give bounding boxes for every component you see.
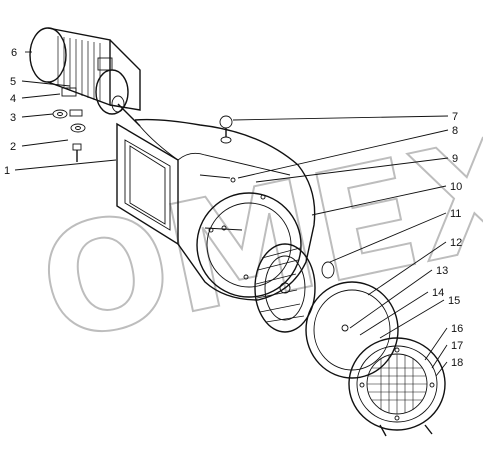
callout-1: 1 [4, 165, 10, 177]
motor [29, 27, 141, 127]
callout-13: 13 [436, 265, 448, 277]
callout-6: 6 [11, 47, 17, 59]
impeller [254, 243, 335, 333]
callout-10: 10 [450, 181, 462, 193]
callout-3: 3 [10, 112, 16, 124]
callout-16: 16 [451, 323, 463, 335]
callout-15: 15 [448, 295, 460, 307]
callout-17: 17 [451, 340, 463, 352]
callout-9: 9 [452, 153, 458, 165]
mounting-hardware [52, 87, 86, 162]
grille-cover [348, 337, 446, 437]
callout-11: 11 [450, 208, 461, 220]
callout-12: 12 [450, 237, 462, 249]
callout-7: 7 [452, 111, 458, 123]
callout-18: 18 [451, 357, 463, 369]
watermark: ОМЕХ [26, 103, 483, 376]
callouts: 1 2 3 4 5 6 7 8 9 10 11 12 13 14 15 16 1 [4, 47, 463, 377]
callout-4: 4 [10, 93, 16, 105]
callout-5: 5 [10, 76, 16, 88]
callout-8: 8 [452, 125, 458, 137]
callout-2: 2 [10, 141, 16, 153]
gasket-ring [305, 281, 399, 379]
callout-14: 14 [432, 287, 444, 299]
